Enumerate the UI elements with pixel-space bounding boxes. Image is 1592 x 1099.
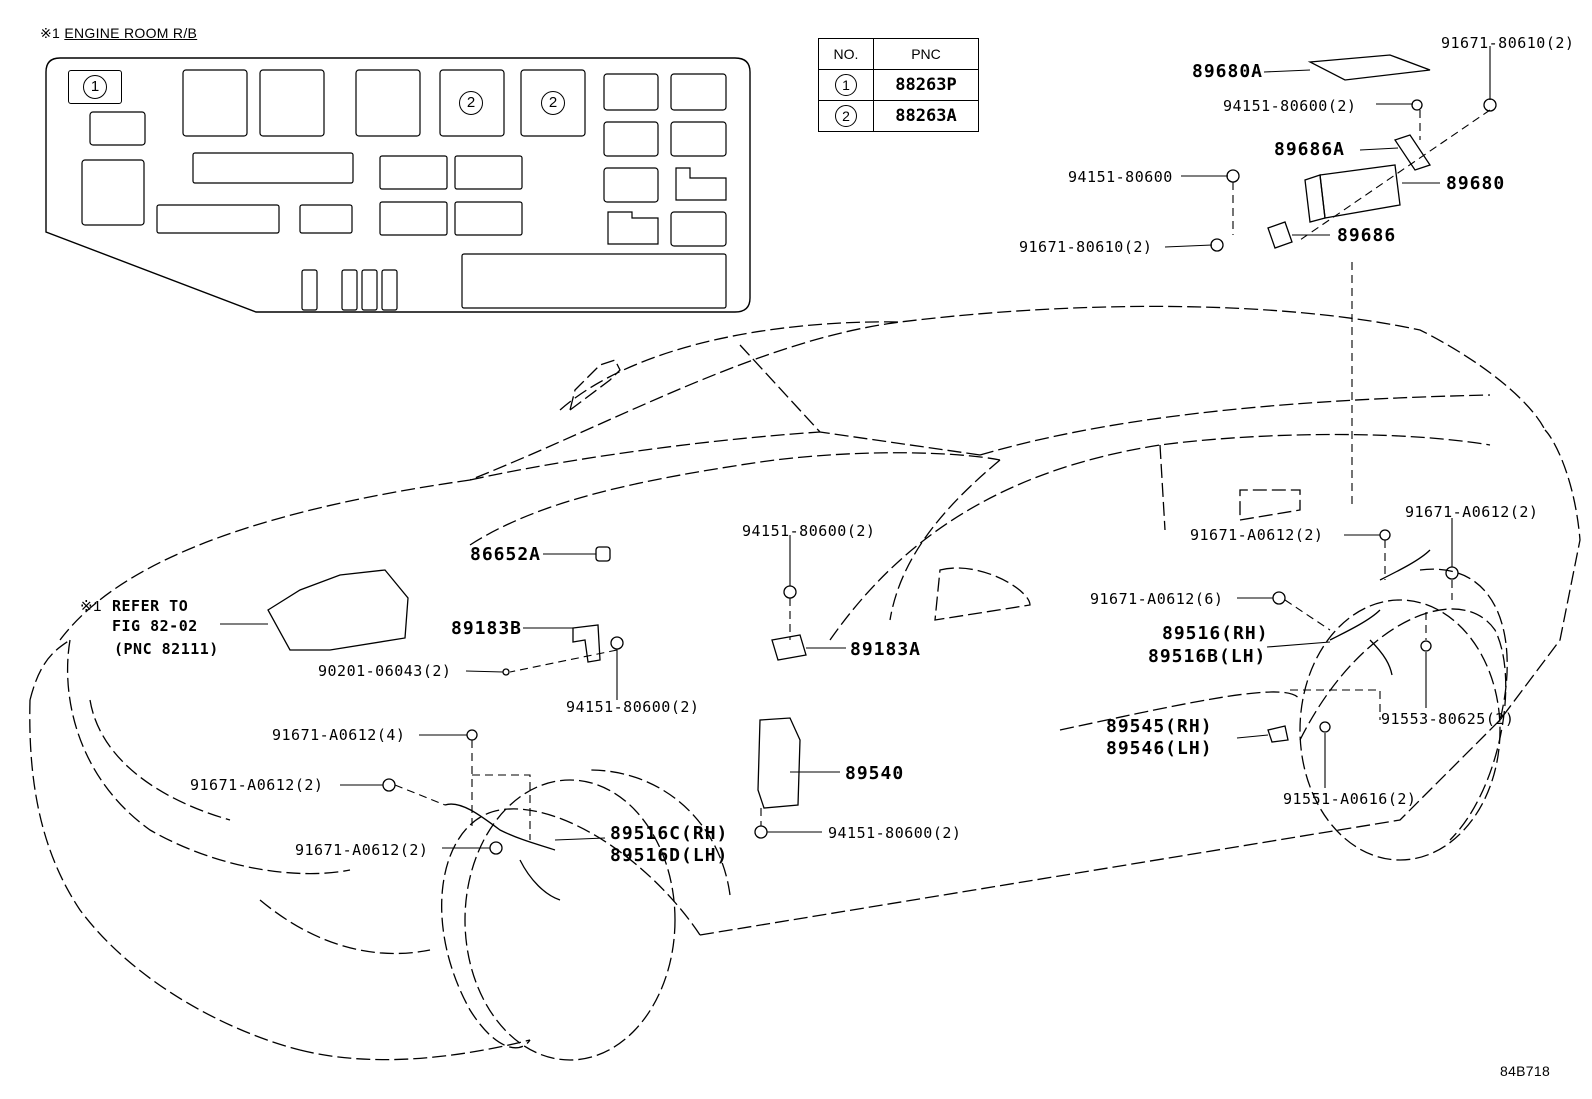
car-body-outline xyxy=(29,305,1581,1061)
relay-slot-1: 1 xyxy=(68,70,122,104)
label-89516-RH: 89516(RH) xyxy=(1162,623,1269,644)
label-91671-A0612-2-c: 91671-A0612(2) xyxy=(1190,526,1324,544)
label-89545-RH: 89545(RH) xyxy=(1106,716,1213,737)
label-91551-A0616: 91551-A0616(2) xyxy=(1283,790,1417,808)
label-94151-80600-mid: 94151-80600(2) xyxy=(742,522,876,540)
refer-note-line2: FIG 82-02 xyxy=(112,617,198,635)
assembly-lines xyxy=(394,109,1491,840)
label-89516C: 89516C(RH) xyxy=(610,823,729,844)
label-86652A: 86652A xyxy=(470,544,542,565)
pnc-col-no: NO. xyxy=(818,38,874,70)
label-91671-A0612-4: 91671-A0612(4) xyxy=(272,726,406,744)
row-pnc: 88263P xyxy=(873,69,979,101)
circled-number-2b: 2 xyxy=(541,91,565,115)
label-91671-80610-top: 91671-80610(2) xyxy=(1441,34,1575,52)
label-90201-06043: 90201-06043(2) xyxy=(318,662,452,680)
row-no: 1 xyxy=(835,74,857,96)
engine-room-note: ※1 ENGINE ROOM R/B xyxy=(40,24,197,42)
relay-box-components xyxy=(81,69,727,311)
label-91553-80625: 91553-80625(2) xyxy=(1381,710,1515,728)
label-89546-LH: 89546(LH) xyxy=(1106,738,1213,759)
table-row: 2 88263A xyxy=(818,100,979,132)
refer-note-line3: (PNC 82111) xyxy=(114,640,219,658)
note-mark: ※1 xyxy=(40,25,61,41)
pnc-col-pnc: PNC xyxy=(873,38,979,70)
label-89680A: 89680A xyxy=(1192,61,1264,82)
label-89183B: 89183B xyxy=(451,618,523,639)
row-pnc: 88263A xyxy=(873,100,979,132)
label-91671-80610-left: 91671-80610(2) xyxy=(1019,238,1153,256)
label-89686A: 89686A xyxy=(1274,139,1346,160)
note-text: ENGINE ROOM R/B xyxy=(64,25,198,41)
label-89516D: 89516D(LH) xyxy=(610,845,729,866)
label-89540: 89540 xyxy=(845,763,905,784)
table-row: 1 88263P xyxy=(818,69,979,101)
label-91671-A0612-6: 91671-A0612(6) xyxy=(1090,590,1224,608)
label-94151-80600-left: 94151-80600 xyxy=(1068,168,1173,186)
wheels xyxy=(464,599,1501,1061)
leader-lines xyxy=(220,46,1491,849)
label-89516B-LH: 89516B(LH) xyxy=(1148,646,1267,667)
label-94151-80600-lower: 94151-80600(2) xyxy=(566,698,700,716)
label-89680: 89680 xyxy=(1446,173,1506,194)
label-94151-80600-top: 94151-80600(2) xyxy=(1223,97,1357,115)
label-91671-A0612-2-d: 91671-A0612(2) xyxy=(1405,503,1539,521)
label-91671-A0612-2-a: 91671-A0612(2) xyxy=(190,776,324,794)
circled-number-1: 1 xyxy=(83,75,107,99)
label-89686: 89686 xyxy=(1337,225,1397,246)
figure-code: 84B718 xyxy=(1500,1063,1551,1079)
pnc-table-header: NO. PNC xyxy=(818,38,979,70)
relay-box-outline xyxy=(45,57,751,313)
label-91671-A0612-2-b: 91671-A0612(2) xyxy=(295,841,429,859)
circled-number-2a: 2 xyxy=(459,91,483,115)
label-94151-80600-bottom: 94151-80600(2) xyxy=(828,824,962,842)
refer-note-line1: REFER TO xyxy=(112,597,189,615)
row-no: 2 xyxy=(835,105,857,127)
label-89183A: 89183A xyxy=(850,639,922,660)
refer-note-mark: ※1 xyxy=(80,598,102,615)
pnc-table: NO. PNC 1 88263P 2 88263A xyxy=(818,38,979,132)
